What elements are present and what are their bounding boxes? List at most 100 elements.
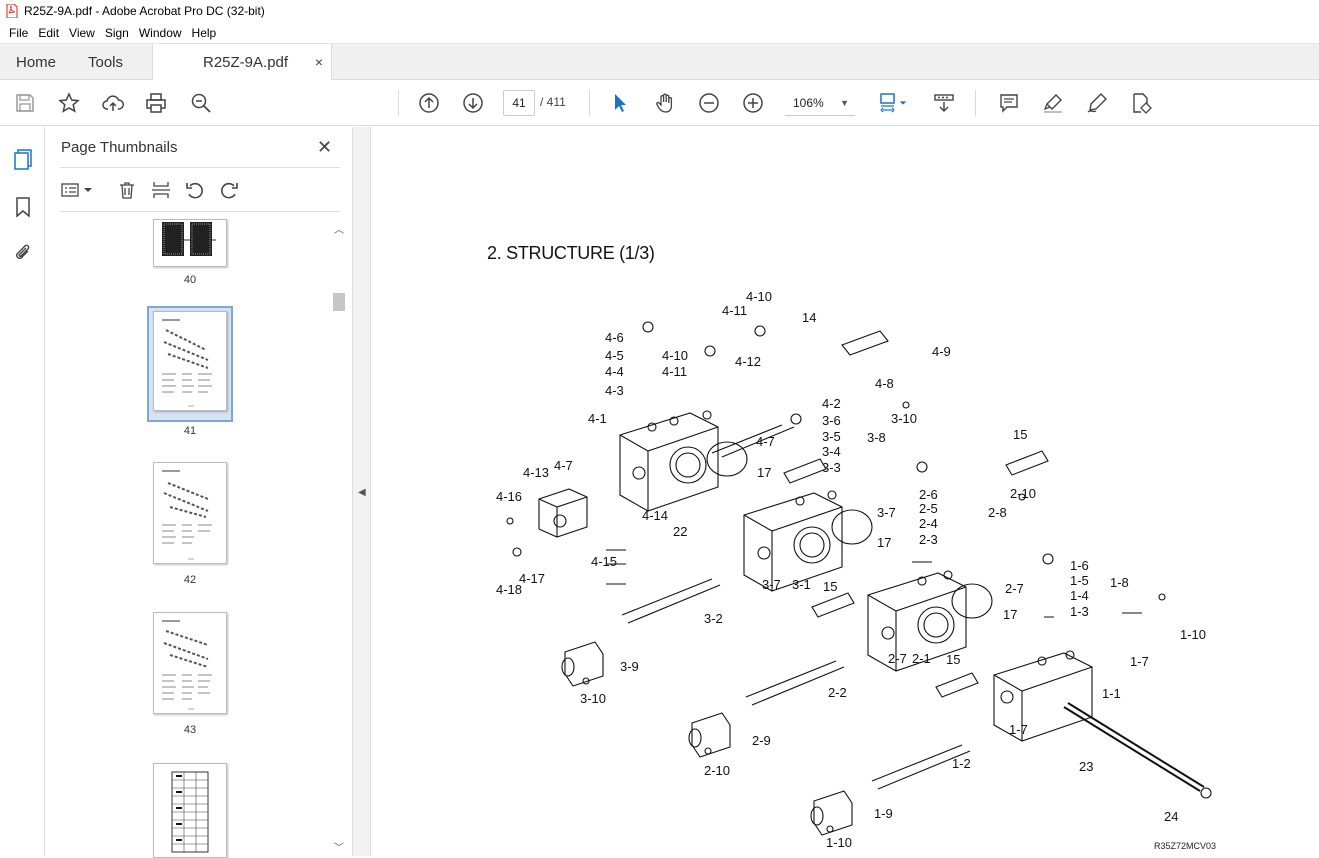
part-label: 17 bbox=[877, 535, 891, 550]
part-label: 4-12 bbox=[735, 354, 761, 369]
highlight-pen-icon[interactable] bbox=[1041, 91, 1065, 115]
part-label: 17 bbox=[1003, 607, 1017, 622]
menu-view[interactable]: View bbox=[69, 25, 95, 40]
document-viewport[interactable]: 2. STRUCTURE (1/3) bbox=[372, 127, 1319, 856]
bookmarks-icon[interactable] bbox=[11, 195, 35, 219]
thumbnail-toolbar bbox=[60, 177, 340, 203]
rotate-right-icon[interactable] bbox=[218, 179, 240, 201]
title-bar: R25Z-9A.pdf - Adobe Acrobat Pro DC (32-b… bbox=[0, 0, 1319, 22]
thumbnail-page-number: 41 bbox=[183, 425, 197, 437]
page-thumbnails-icon[interactable] bbox=[11, 147, 35, 171]
attachments-icon[interactable] bbox=[11, 241, 35, 265]
menu-edit[interactable]: Edit bbox=[38, 25, 60, 40]
zoom-out-icon[interactable] bbox=[697, 91, 721, 115]
part-label: 4-13 bbox=[523, 465, 549, 480]
comment-icon[interactable] bbox=[997, 91, 1021, 115]
part-label: 4-11 bbox=[662, 364, 687, 379]
tab-tools[interactable]: Tools bbox=[88, 54, 124, 71]
thumbnail-image bbox=[153, 311, 227, 411]
panel-close-icon[interactable]: ✕ bbox=[317, 137, 333, 157]
zoom-dropdown-icon: ▼ bbox=[840, 98, 849, 108]
tab-document[interactable]: R25Z-9A.pdf × bbox=[152, 44, 332, 81]
divider bbox=[60, 211, 340, 212]
part-label: 4-2 bbox=[822, 396, 841, 411]
fit-page-icon[interactable] bbox=[877, 91, 901, 115]
scroll-down-icon[interactable]: ﹀ bbox=[334, 843, 344, 854]
bookmark-star-icon[interactable] bbox=[57, 91, 81, 115]
part-label: 3-7 bbox=[877, 505, 896, 520]
part-label: 4-7 bbox=[554, 458, 573, 473]
part-label: 4-8 bbox=[875, 376, 894, 391]
part-label: 15 bbox=[946, 652, 960, 667]
previous-page-icon[interactable] bbox=[417, 91, 441, 115]
main-toolbar bbox=[0, 80, 1319, 126]
divider bbox=[60, 167, 340, 168]
part-label: 2-7 bbox=[1005, 581, 1024, 596]
scroll-mode-icon[interactable] bbox=[932, 91, 956, 115]
thumbnail-image bbox=[153, 462, 227, 564]
part-label: 2-10 bbox=[704, 763, 730, 778]
menu-file[interactable]: File bbox=[9, 25, 29, 40]
scroll-up-icon[interactable]: ︿ bbox=[334, 225, 344, 236]
part-label: 2-8 bbox=[988, 505, 1007, 520]
scrollbar-thumb[interactable] bbox=[333, 293, 345, 311]
toolbar-divider bbox=[589, 90, 590, 116]
save-icon[interactable] bbox=[13, 91, 37, 115]
part-label: 2-1 bbox=[912, 651, 931, 666]
menu-window[interactable]: Window bbox=[138, 25, 182, 40]
next-page-icon[interactable] bbox=[461, 91, 485, 115]
panel-title: Page Thumbnails bbox=[61, 139, 178, 156]
hand-tool-icon[interactable] bbox=[653, 91, 677, 115]
upload-cloud-icon[interactable] bbox=[101, 91, 125, 115]
part-label: 1-7 bbox=[1009, 722, 1028, 737]
part-label: 1-6 bbox=[1070, 558, 1089, 573]
tab-home[interactable]: Home bbox=[16, 54, 57, 71]
part-label: 24 bbox=[1164, 809, 1178, 824]
part-label: 3-10 bbox=[580, 691, 606, 706]
part-label: 4-11 bbox=[722, 303, 747, 318]
part-label: 3-4 bbox=[822, 444, 841, 459]
zoom-select[interactable]: 106% ▼ bbox=[785, 90, 855, 116]
thumbnail-image bbox=[153, 612, 227, 714]
part-label: 3-3 bbox=[822, 460, 841, 475]
tab-bar: Home Tools R25Z-9A.pdf × bbox=[0, 43, 1319, 81]
part-label: 14 bbox=[802, 310, 816, 325]
select-cursor-icon[interactable] bbox=[608, 91, 632, 115]
thumbnails-scrollbar[interactable]: ︿ ﹀ bbox=[333, 219, 345, 856]
part-label: 4-9 bbox=[932, 344, 951, 359]
menu-help[interactable]: Help bbox=[191, 25, 217, 40]
part-label: 3-10 bbox=[891, 411, 917, 426]
more-tools-icon[interactable] bbox=[1129, 91, 1153, 115]
tab-close-icon[interactable]: × bbox=[314, 54, 323, 70]
part-label: 2-5 bbox=[919, 501, 938, 516]
page-number-input[interactable]: 41 bbox=[503, 90, 535, 116]
search-zoom-icon[interactable] bbox=[189, 91, 213, 115]
rotate-left-icon[interactable] bbox=[184, 179, 206, 201]
fit-dropdown-icon[interactable] bbox=[897, 91, 909, 115]
options-menu-icon[interactable] bbox=[60, 179, 82, 201]
delete-page-icon[interactable] bbox=[116, 179, 138, 201]
part-label: 3-1 bbox=[792, 577, 811, 592]
collapse-panel-icon[interactable]: ◀ bbox=[358, 487, 366, 498]
part-label: 15 bbox=[1013, 427, 1027, 442]
window-title: R25Z-9A.pdf - Adobe Acrobat Pro DC (32-b… bbox=[24, 4, 265, 18]
pdf-file-icon bbox=[6, 3, 18, 19]
part-label: 4-18 bbox=[496, 582, 522, 597]
panel-splitter[interactable]: ◀ bbox=[353, 127, 371, 856]
menu-sign[interactable]: Sign bbox=[104, 25, 129, 40]
thumbnail-page-number: 43 bbox=[183, 724, 197, 736]
part-label: 4-6 bbox=[605, 330, 624, 345]
part-label: 3-2 bbox=[704, 611, 723, 626]
options-dropdown-icon[interactable] bbox=[82, 179, 94, 201]
part-label: 2-2 bbox=[828, 685, 847, 700]
zoom-in-icon[interactable] bbox=[741, 91, 765, 115]
print-icon[interactable] bbox=[144, 91, 168, 115]
thumbnails-panel: Page Thumbnails ✕ ︿ ﹀ 40 bbox=[45, 127, 353, 858]
insert-page-icon[interactable] bbox=[150, 179, 172, 201]
part-label: 1-8 bbox=[1110, 575, 1129, 590]
part-label: 4-7 bbox=[756, 434, 775, 449]
fill-sign-icon[interactable] bbox=[1085, 91, 1109, 115]
part-label: 1-5 bbox=[1070, 573, 1089, 588]
part-label: 3-8 bbox=[867, 430, 886, 445]
